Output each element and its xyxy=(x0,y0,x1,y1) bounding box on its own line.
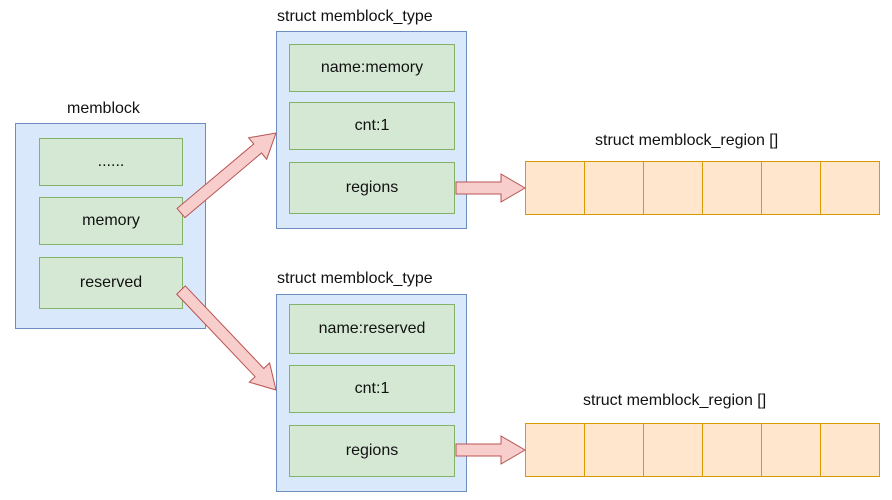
memory-regions-title: struct memblock_region [] xyxy=(595,132,779,149)
memory-type-field-cnt: cnt:1 xyxy=(289,102,455,150)
memory-region-cell xyxy=(643,161,703,215)
reserved-type-field-regions: regions xyxy=(289,425,455,477)
memblock-field-reserved: reserved xyxy=(39,257,183,309)
memblock-box: ...... memory reserved xyxy=(15,123,206,329)
memory-region-cell xyxy=(702,161,762,215)
memory-type-field-regions: regions xyxy=(289,162,455,214)
reserved-regions-array xyxy=(525,423,880,477)
reserved-region-cell xyxy=(702,423,762,477)
memblock-title: memblock xyxy=(67,100,140,117)
memory-region-cell xyxy=(584,161,644,215)
arrow-memory-to-type xyxy=(176,132,277,219)
arrow-memory-regions xyxy=(455,173,526,203)
arrow-reserved-regions xyxy=(455,435,526,465)
reserved-type-box: name:reserved cnt:1 regions xyxy=(276,294,467,492)
memblock-field-memory: memory xyxy=(39,197,183,245)
arrow-reserved-to-type xyxy=(175,285,277,391)
reserved-region-cell xyxy=(525,423,585,477)
memory-type-field-name: name:memory xyxy=(289,44,455,92)
memblock-field-ellipsis: ...... xyxy=(39,138,183,186)
reserved-region-cell xyxy=(820,423,880,477)
reserved-region-cell xyxy=(761,423,821,477)
reserved-type-title: struct memblock_type xyxy=(277,270,433,287)
memory-region-cell xyxy=(820,161,880,215)
reserved-type-field-cnt: cnt:1 xyxy=(289,365,455,413)
reserved-regions-title: struct memblock_region [] xyxy=(583,392,767,409)
reserved-region-cell xyxy=(584,423,644,477)
memory-region-cell xyxy=(761,161,821,215)
reserved-type-field-name: name:reserved xyxy=(289,304,455,354)
memory-type-box: name:memory cnt:1 regions xyxy=(276,31,467,229)
memory-type-title: struct memblock_type xyxy=(277,8,433,25)
memory-regions-array xyxy=(525,161,880,215)
